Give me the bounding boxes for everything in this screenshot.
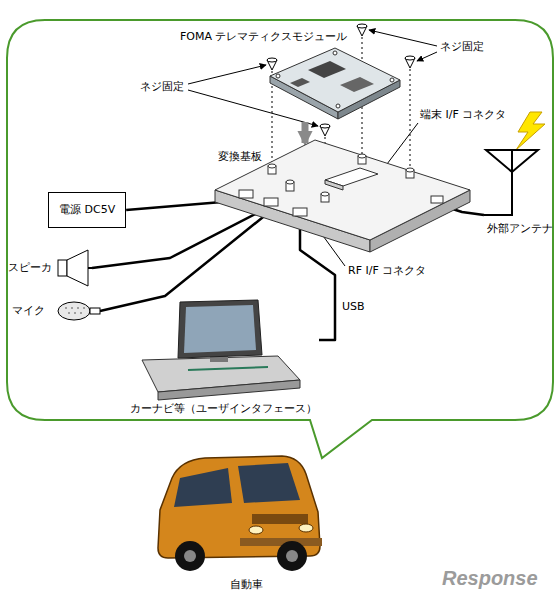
speaker-body: [58, 260, 67, 276]
audio-port: [264, 198, 278, 206]
module-node: FOMA テレマティクスモジュール: [180, 28, 420, 122]
external-antenna: 外部アンテナ: [484, 150, 556, 240]
callout-label: ネジ固定: [140, 80, 184, 94]
mic-grille: [65, 307, 85, 314]
connector-label: RF I/F コネクタ: [348, 264, 426, 278]
watermark: Response: [442, 566, 538, 590]
rf-connector-top: [286, 180, 294, 184]
car-wheel: [277, 541, 307, 571]
terminal-connector-side: [325, 180, 343, 190]
module-chip: [340, 77, 374, 92]
leader-arrow: [417, 52, 437, 61]
edge-label: USB: [341, 300, 366, 314]
usb-port: [293, 208, 307, 216]
guide-line: [410, 69, 411, 176]
module-chip: [290, 78, 310, 87]
screw-icon: [357, 24, 367, 36]
node-label: 電源 DC5V: [59, 203, 115, 217]
leader-line: [384, 123, 418, 168]
screw-icon: [405, 56, 415, 68]
car-grille: [252, 514, 308, 524]
speaker-cone: [67, 250, 88, 286]
speaker-lead: [88, 267, 92, 269]
leader-arrow: [188, 65, 266, 84]
module-board: [270, 48, 400, 112]
car-navigation: カーナビ等（ユーザインタフェース）: [128, 300, 319, 418]
power-box: 電源 DC5V: [48, 192, 126, 228]
node-label: 変換基板: [218, 150, 262, 164]
car-side-window: [174, 468, 232, 507]
car-windshield: [238, 463, 300, 503]
connector-label: 端末 I/F コネクタ: [420, 108, 506, 122]
microphone-node: マイク: [8, 298, 100, 324]
node-label: FOMA テレマティクスモジュール: [180, 30, 348, 44]
mount-arrow: [302, 122, 309, 143]
node-label: カーナビ等（ユーザインタフェース）: [130, 402, 317, 416]
standoffs: [268, 154, 414, 202]
radio-signal-bolt: [516, 112, 545, 150]
car-illustration: [158, 456, 322, 571]
screw-hole: [390, 78, 394, 82]
navi-frame: [178, 300, 262, 358]
caption-label: 自動車: [230, 578, 263, 592]
mic-plug: [90, 308, 100, 314]
screw-hole: [333, 51, 337, 55]
conversion-board: 変換基板: [215, 140, 471, 252]
screw-icon: [320, 124, 330, 136]
node-label: 外部アンテナ: [487, 222, 553, 236]
node-label: スピーカ: [8, 261, 52, 275]
car-headlight: [299, 524, 313, 532]
guide-line: [272, 71, 273, 172]
antenna-mast: [484, 150, 512, 215]
rf-cable-port: [431, 196, 443, 203]
screw-hole: [336, 104, 340, 108]
navi-base-front: [158, 380, 300, 400]
power-port: [239, 190, 253, 198]
car-headlight: [249, 526, 263, 534]
leader-arrow: [369, 30, 437, 46]
bubble-outline: [7, 20, 553, 458]
car-bumper: [240, 538, 322, 546]
car-hub: [286, 550, 298, 562]
speaker-node: スピーカ: [8, 248, 92, 288]
callout-label: ネジ固定: [440, 40, 484, 54]
screw-icon: [267, 58, 277, 70]
screw-hole: [276, 74, 280, 78]
module-chip: [308, 61, 346, 78]
node-label: マイク: [12, 304, 45, 318]
mic-head: [58, 302, 90, 320]
navi-screen: [184, 305, 256, 353]
board-top: [215, 140, 470, 240]
navi-panel-line: [188, 367, 268, 370]
car-wheel: [175, 541, 205, 571]
car-hub: [184, 550, 196, 562]
car-navigation-shape: [128, 300, 314, 418]
